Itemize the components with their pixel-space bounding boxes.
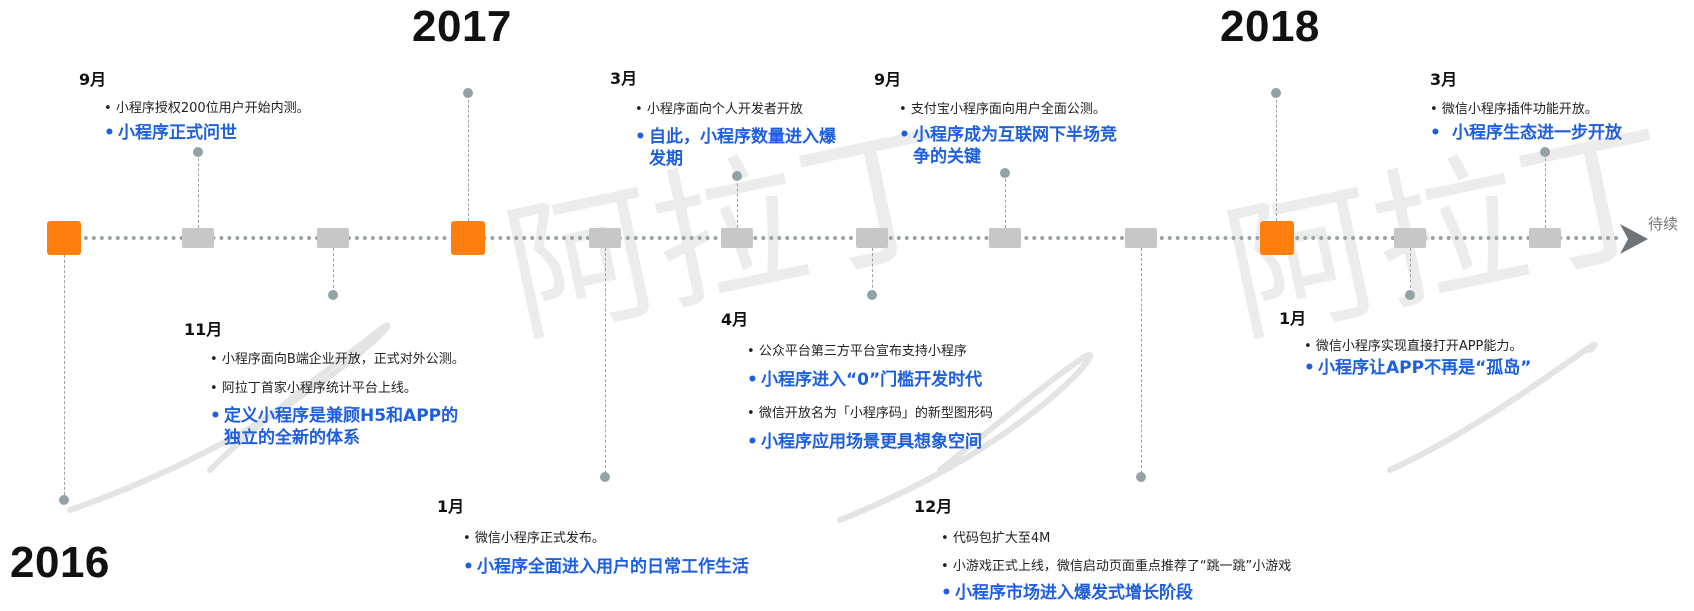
event-item: 小程序面向B端企业开放，正式对外公测。: [210, 348, 465, 367]
stem-jan-2018: [1410, 248, 1411, 293]
continue-arrow-icon: [1620, 224, 1648, 254]
event-item: 小程序授权200位用户开始内测。: [104, 97, 310, 116]
year-node-2018: [1260, 221, 1294, 255]
event-month: 3月: [610, 69, 638, 88]
stem-2018: [1276, 95, 1277, 221]
node-sep-2016: [182, 228, 214, 248]
stem-dot-dec-2017: [1136, 472, 1146, 482]
year-2018: 2018: [1220, 2, 1320, 51]
event-highlight: •定义小程序是兼顾H5和APP的独立的全新的体系: [210, 406, 459, 448]
event-highlight: •小程序生态进一步开放: [1430, 123, 1622, 143]
event-item: 公众平台第三方平台宣布支持小程序: [747, 340, 967, 359]
year-node-2017: [451, 221, 485, 255]
event-item: 微信开放名为「小程序码」的新型图形码: [747, 402, 993, 421]
event-highlight: •小程序应用场景更具想象空间: [747, 432, 982, 452]
event-month: 12月: [914, 497, 953, 516]
event-month: 4月: [721, 310, 749, 329]
event-highlight: •自此，小程序数量进入爆发期: [635, 127, 836, 169]
node-sep-2017: [989, 228, 1021, 248]
stem-dot-sep-2016: [193, 147, 203, 157]
node-nov-2016: [317, 228, 349, 248]
node-jan-2018: [1394, 228, 1426, 248]
event-item: 微信小程序实现直接打开APP能力。: [1304, 335, 1523, 354]
continue-label: 待续: [1648, 215, 1679, 233]
stem-dot-2017: [463, 88, 473, 98]
stem-dot-nov-2016: [328, 290, 338, 300]
stem-2017: [468, 95, 469, 221]
stem-dot-apr-2017: [867, 290, 877, 300]
event-month: 3月: [1430, 70, 1458, 89]
event-month: 1月: [1279, 309, 1307, 328]
node-mar-2018: [1529, 228, 1561, 248]
event-month: 1月: [437, 497, 465, 516]
stem-apr-2017: [872, 248, 873, 293]
year-2017: 2017: [412, 2, 512, 51]
event-item: 代码包扩大至4M: [941, 527, 1051, 546]
node-dec-2017: [1125, 228, 1157, 248]
stem-dot-mar-2017: [732, 171, 742, 181]
stem-dot-mar-2018: [1540, 147, 1550, 157]
event-highlight: •小程序全面进入用户的日常工作生活: [463, 557, 749, 577]
event-highlight: •小程序进入“0”门槛开发时代: [747, 370, 983, 390]
stem-2016: [64, 255, 65, 500]
timeline-axis: [60, 236, 1620, 240]
stem-nov-2016: [333, 248, 334, 293]
event-item: 微信小程序插件功能开放。: [1430, 98, 1598, 117]
year-2016: 2016: [10, 538, 110, 587]
event-item: 阿拉丁首家小程序统计平台上线。: [210, 377, 417, 396]
stem-mar-2017: [737, 178, 738, 228]
stem-jan-2017: [605, 248, 606, 478]
stem-dot-2018: [1271, 88, 1281, 98]
stem-sep-2017: [1005, 174, 1006, 228]
event-item: 小程序面向个人开发者开放: [635, 98, 803, 117]
stem-dot-jan-2018: [1405, 290, 1415, 300]
event-highlight: •小程序成为互联网下半场竞争的关键: [899, 125, 1117, 167]
event-item: 微信小程序正式发布。: [463, 527, 605, 546]
node-apr-2017: [856, 228, 888, 248]
year-node-2016: [47, 221, 81, 255]
stem-dot-jan-2017: [600, 472, 610, 482]
event-month: 11月: [184, 320, 223, 339]
stem-dot-2016: [59, 495, 69, 505]
event-highlight: •小程序市场进入爆发式增长阶段: [941, 583, 1193, 603]
event-highlight: •小程序让APP不再是“孤岛”: [1304, 358, 1532, 378]
stem-dec-2017: [1141, 248, 1142, 478]
stem-sep-2016: [198, 153, 199, 228]
node-jan-2017: [589, 228, 621, 248]
stem-dot-sep-2017: [1000, 168, 1010, 178]
event-item: 小游戏正式上线，微信启动页面重点推荐了“跳一跳”小游戏: [941, 555, 1291, 574]
event-month: 9月: [79, 70, 107, 89]
event-item: 支付宝小程序面向用户全面公测。: [899, 98, 1106, 117]
event-month: 9月: [874, 70, 902, 89]
event-highlight: •小程序正式问世: [104, 123, 237, 143]
stem-mar-2018: [1545, 153, 1546, 228]
node-mar-2017: [721, 228, 753, 248]
